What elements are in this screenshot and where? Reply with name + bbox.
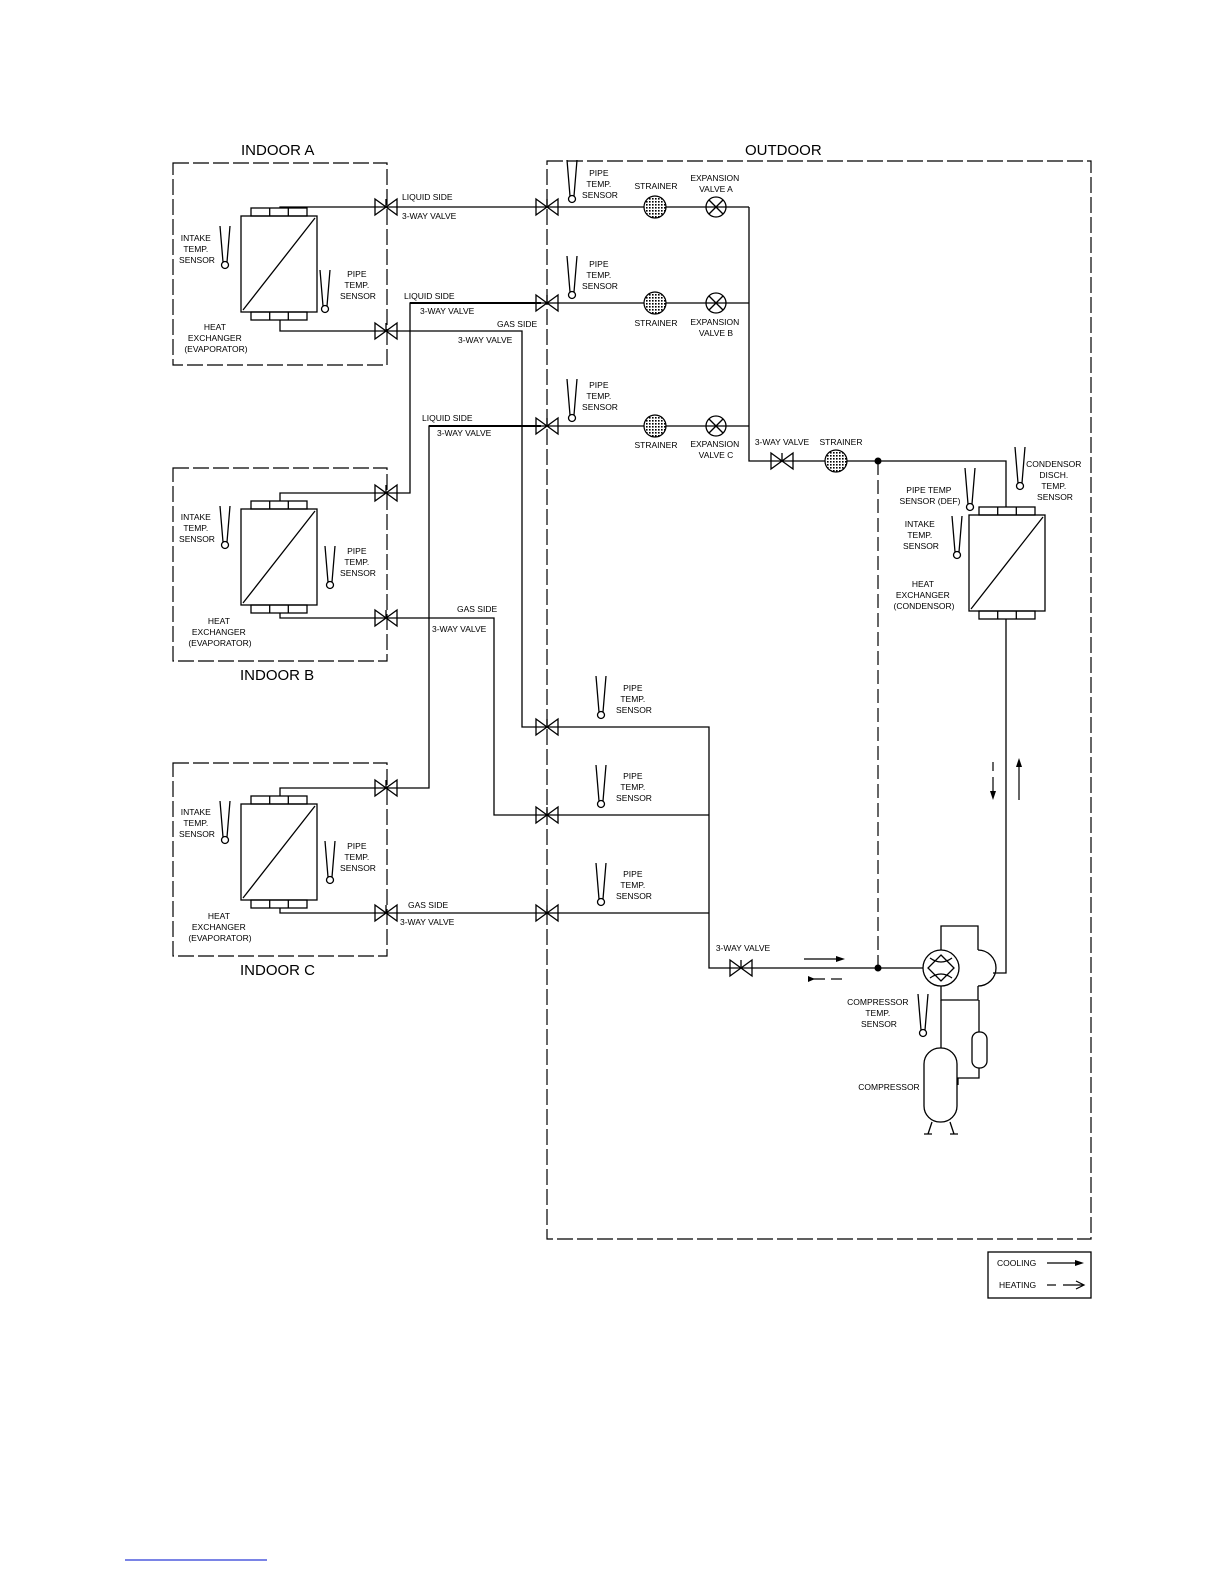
indoor-c-liquid-side-label: LIQUID SIDE — [422, 413, 473, 423]
indoor-c-title: INDOOR C — [240, 962, 315, 979]
strainer-c-label: STRAINER — [635, 440, 678, 450]
pipe-def-label: PIPE TEMP SENSOR (DEF) — [900, 485, 961, 506]
indoor-b-unit: INTAKE TEMP. SENSOR PIPE TEMP. SENSOR HE… — [179, 291, 541, 816]
outdoor-gas-lines: PIPE TEMP. SENSOR PIPE TEMP. SENSOR PIPE… — [535, 675, 1022, 982]
indoor-b-pipe-label: PIPE TEMP. SENSOR — [340, 546, 376, 578]
condensor-disch-label: CONDENSOR DISCH. TEMP. SENSOR — [1026, 459, 1084, 502]
indoor-a-box — [172, 162, 388, 366]
compressor-label: COMPRESSOR — [858, 1082, 919, 1092]
indoor-a-gas-side-label: GAS SIDE — [497, 319, 537, 329]
legend-box — [987, 1251, 1092, 1299]
compressor-icon — [923, 1047, 958, 1123]
indoor-b-intake-label: INTAKE TEMP. SENSOR — [179, 512, 215, 544]
indoor-c-hx-label: HEAT EXCHANGER (EVAPORATOR) — [188, 911, 251, 943]
outdoor-main-valve-label: 3-WAY VALVE — [755, 437, 810, 447]
outdoor-liquid-lines: PIPE TEMP. SENSOR STRAINER EXPANSION VAL… — [535, 159, 1007, 968]
compressor-assembly: COMPRESSOR TEMP. SENSOR COMPRESSOR — [847, 925, 997, 1135]
outdoor-title: OUTDOOR — [745, 142, 822, 159]
legend: COOLING HEATING — [987, 1251, 1092, 1299]
strainer-a-icon — [643, 195, 667, 219]
indoor-b-box — [172, 467, 388, 662]
strainer-main-icon — [824, 449, 848, 473]
indoor-b-gas-valve-label: 3-WAY VALVE — [432, 624, 487, 634]
outdoor-gas-main-valve-label: 3-WAY VALVE — [716, 943, 771, 953]
indoor-b-liquid-side-label: LIQUID SIDE — [404, 291, 455, 301]
outdoor-pipe-sensor-b-icon — [566, 255, 578, 300]
outdoor-gas-sensor-a-icon — [595, 675, 607, 720]
expansion-valve-b-label: EXPANSION VALVE B — [690, 317, 741, 338]
strainer-a-label: STRAINER — [635, 181, 678, 191]
indoor-c-heat-exchanger — [240, 795, 318, 909]
compressor-temp-sensor-label: COMPRESSOR TEMP. SENSOR — [847, 997, 911, 1029]
indoor-a-gas-valve-label: 3-WAY VALVE — [458, 335, 513, 345]
legend-heating-label: HEATING — [999, 1280, 1036, 1290]
indoor-c-gas-valve-label: 3-WAY VALVE — [400, 917, 455, 927]
indoor-a-hx-label: HEAT EXCHANGER (EVAPORATOR) — [184, 322, 247, 354]
outdoor-gas-sensor-a-label: PIPE TEMP. SENSOR — [616, 683, 652, 715]
expansion-valve-a-label: EXPANSION VALVE A — [690, 173, 741, 194]
cooling-arrow-gas-icon — [804, 956, 845, 962]
legend-cooling-arrow-icon — [1047, 1260, 1084, 1266]
indoor-a-heat-exchanger — [240, 207, 318, 321]
indoor-b-hx-label: HEAT EXCHANGER (EVAPORATOR) — [188, 616, 251, 648]
indoor-a-intake-sensor-icon — [219, 225, 231, 270]
outdoor-box — [546, 160, 1092, 1240]
outdoor-pipe-sensor-b-label: PIPE TEMP. SENSOR — [582, 259, 618, 291]
indoor-c-intake-sensor-icon — [219, 800, 231, 845]
indoor-c-pipe-sensor-icon — [324, 840, 336, 885]
strainer-main-label: STRAINER — [820, 437, 863, 447]
outdoor-gas-sensor-b-label: PIPE TEMP. SENSOR — [616, 771, 652, 803]
condensor-disch-sensor-icon — [1014, 446, 1026, 491]
compressor-temp-sensor-icon — [917, 993, 929, 1038]
indoor-c-unit: INTAKE TEMP. SENSOR PIPE TEMP. SENSOR HE… — [179, 413, 541, 943]
heating-arrow-vertical-icon — [990, 762, 996, 800]
indoor-a-liquid-valve-label: 3-WAY VALVE — [402, 211, 457, 221]
indoor-b-pipe-sensor-icon — [324, 545, 336, 590]
outdoor-pipe-sensor-c-label: PIPE TEMP. SENSOR — [582, 380, 618, 412]
outdoor-gas-sensor-b-icon — [595, 764, 607, 809]
indoor-c-intake-label: INTAKE TEMP. SENSOR — [179, 807, 215, 839]
indoor-c-box — [172, 762, 388, 957]
outdoor-heat-exchanger — [968, 506, 1046, 620]
indoor-a-liquid-side-label: LIQUID SIDE — [402, 192, 453, 202]
indoor-b-heat-exchanger — [240, 500, 318, 614]
indoor-c-gas-side-label: GAS SIDE — [408, 900, 448, 910]
pipe-def-sensor-icon — [964, 467, 976, 512]
expansion-valve-c-label: EXPANSION VALVE C — [690, 439, 741, 460]
cooling-arrow-vertical-icon — [1016, 758, 1022, 800]
indoor-a-intake-label: INTAKE TEMP. SENSOR — [179, 233, 215, 265]
outdoor-condenser: CONDENSOR DISCH. TEMP. SENSOR PIPE TEMP … — [894, 446, 1084, 974]
legend-cooling-label: COOLING — [997, 1258, 1036, 1268]
indoor-b-liquid-valve-label: 3-WAY VALVE — [420, 306, 475, 316]
indoor-c-liquid-valve-label: 3-WAY VALVE — [437, 428, 492, 438]
outdoor-pipe-sensor-a-label: PIPE TEMP. SENSOR — [582, 168, 618, 200]
indoor-a-title: INDOOR A — [241, 142, 314, 159]
outdoor-intake-label: INTAKE TEMP. SENSOR — [903, 519, 939, 551]
strainer-b-icon — [643, 291, 667, 315]
outdoor-gas-sensor-c-icon — [595, 862, 607, 907]
indoor-c-pipe-label: PIPE TEMP. SENSOR — [340, 841, 376, 873]
indoor-a-pipe-sensor-icon — [319, 269, 331, 314]
indoor-b-title: INDOOR B — [240, 667, 314, 684]
indoor-b-intake-sensor-icon — [219, 505, 231, 550]
outdoor-intake-sensor-icon — [951, 515, 963, 560]
outdoor-pipe-sensor-c-icon — [566, 378, 578, 423]
heating-arrow-gas-icon — [808, 976, 842, 982]
indoor-a-pipe-label: PIPE TEMP. SENSOR — [340, 269, 376, 301]
junction-dot-bottom — [874, 964, 882, 972]
legend-heating-arrow-icon — [1047, 1280, 1086, 1290]
outdoor-hx-label: HEAT EXCHANGER (CONDENSOR) — [894, 579, 955, 611]
indoor-b-gas-side-label: GAS SIDE — [457, 604, 497, 614]
strainer-c-icon — [643, 414, 667, 438]
outdoor-pipe-sensor-a-icon — [566, 159, 578, 204]
accumulator-icon — [971, 1031, 988, 1069]
indoor-a-unit: INTAKE TEMP. SENSOR PIPE TEMP. SENSOR HE… — [179, 192, 541, 728]
outdoor-gas-sensor-c-label: PIPE TEMP. SENSOR — [616, 869, 652, 901]
strainer-b-label: STRAINER — [635, 318, 678, 328]
